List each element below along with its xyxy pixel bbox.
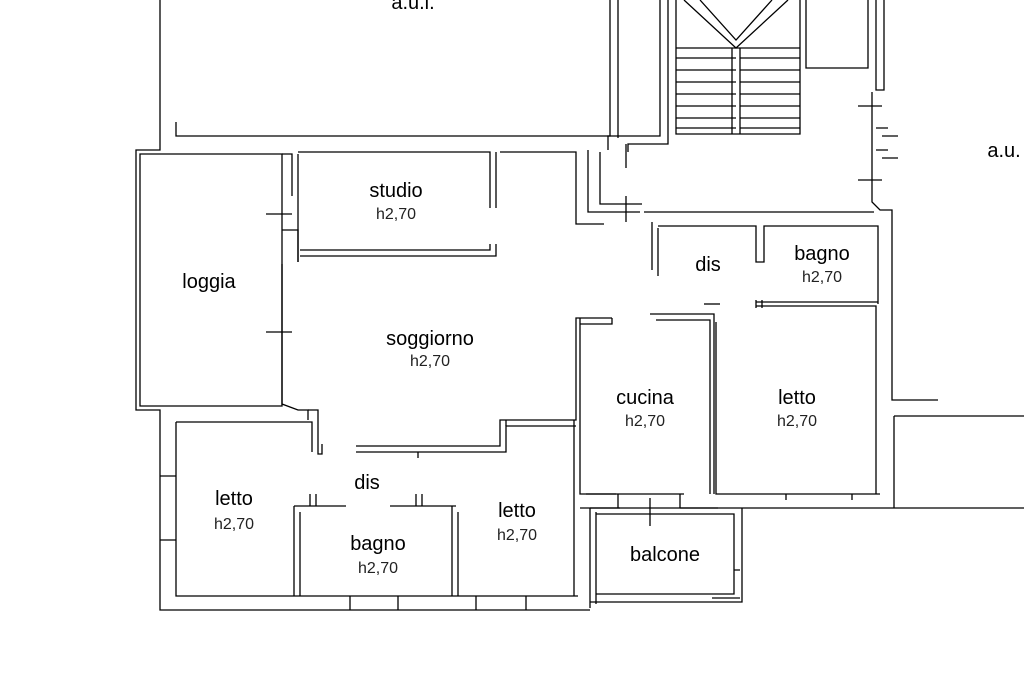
wall-loggia xyxy=(139,153,283,407)
room-letto-right-label: letto xyxy=(778,387,816,409)
room-studio-label: studio xyxy=(369,180,423,202)
room-soggiorno-height: h2,70 xyxy=(409,353,451,370)
room-bagno-bottom-height: h2,70 xyxy=(357,560,399,577)
room-bagno-top-label: bagno xyxy=(794,243,850,265)
room-cucina-height: h2,70 xyxy=(624,413,666,430)
room-balcone-label: balcone xyxy=(629,544,701,566)
wall-aui-left xyxy=(135,0,590,611)
room-cucina-label: cucina xyxy=(616,387,674,409)
room-dis-top-label: dis xyxy=(695,254,721,276)
room-bagno-bottom-label: bagno xyxy=(350,533,406,555)
room-letto-right-height: h2,70 xyxy=(776,413,818,430)
room-letto-mid-height: h2,70 xyxy=(496,527,538,544)
staircase xyxy=(675,0,801,135)
room-loggia-label: loggia xyxy=(182,271,236,293)
room-letto-mid-label: letto xyxy=(498,500,536,522)
room-bagno-top-height: h2,70 xyxy=(801,269,843,286)
room-aui-label: a.u.i. xyxy=(391,0,435,14)
room-au-label: a.u. xyxy=(987,140,1021,162)
room-letto-left-label: letto xyxy=(215,488,253,510)
room-dis-bottom-label: dis xyxy=(354,472,380,494)
room-letto-left-height: h2,70 xyxy=(213,516,255,533)
room-soggiorno-label: soggiorno xyxy=(386,328,474,350)
wall-aui-bottom xyxy=(175,0,611,137)
room-studio-height: h2,70 xyxy=(375,206,417,223)
